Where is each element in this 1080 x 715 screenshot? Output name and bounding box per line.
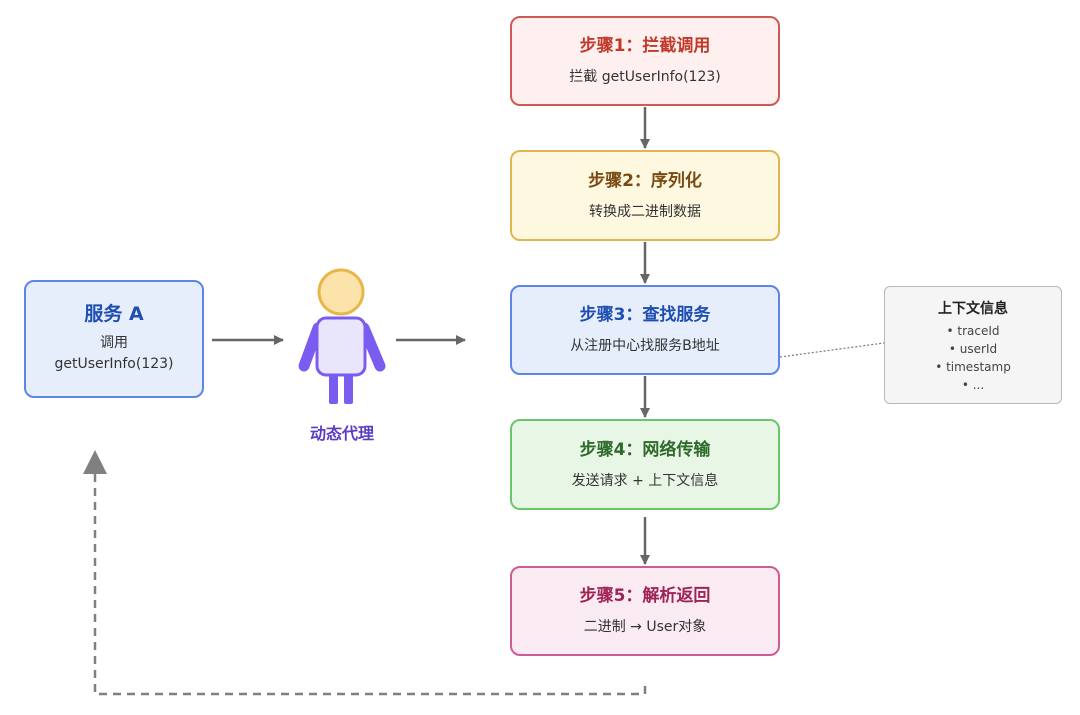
step-5-title: 步骤5：解析返回: [579, 586, 711, 606]
context-info-title: 上下文信息: [938, 301, 1008, 317]
step-2-box: 步骤2：序列化 转换成二进制数据: [510, 150, 780, 241]
context-info-box: 上下文信息 • traceId • userId • timestamp • .…: [884, 286, 1062, 404]
step-3-desc: 从注册中心找服务B地址: [570, 338, 720, 354]
step-2-title: 步骤2：序列化: [588, 170, 702, 191]
context-connector-dotted: [779, 342, 885, 358]
context-item-userid: • userId: [948, 342, 998, 356]
context-item-more: • ...: [961, 378, 985, 392]
proxy-figure-right-arm: [358, 322, 386, 372]
service-a-call-method: getUserInfo(123): [54, 356, 174, 372]
context-item-traceid: • traceId: [946, 324, 1000, 338]
service-a-call-label: 调用: [99, 335, 128, 351]
step-4-title: 步骤4：网络传输: [579, 439, 711, 460]
step-1-desc: 拦截 getUserInfo(123): [569, 69, 721, 85]
proxy-figure-head: [317, 268, 365, 316]
return-path-dashed: [93, 472, 647, 696]
service-a-call: 调用 getUserInfo(123): [54, 333, 173, 375]
step-1-box: 步骤1：拦截调用 拦截 getUserInfo(123): [510, 16, 780, 106]
step-5-desc: 二进制 → User对象: [583, 619, 707, 635]
proxy-figure-left-leg: [329, 375, 338, 404]
step-4-desc: 发送请求 + 上下文信息: [571, 472, 719, 489]
step-2-desc: 转换成二进制数据: [589, 203, 701, 220]
proxy-figure-right-leg: [344, 375, 353, 404]
proxy-figure-body: [315, 316, 367, 377]
step-3-title: 步骤3：查找服务: [579, 305, 711, 325]
step-3-box: 步骤3：查找服务 从注册中心找服务B地址: [510, 285, 780, 375]
step-1-title: 步骤1：拦截调用: [579, 36, 711, 56]
step-4-box: 步骤4：网络传输 发送请求 + 上下文信息: [510, 419, 780, 510]
proxy-figure-icon: [298, 268, 386, 404]
service-a-box: 服务 A 调用 getUserInfo(123): [24, 280, 204, 398]
context-item-timestamp: • timestamp: [935, 360, 1011, 374]
step-5-box: 步骤5：解析返回 二进制 → User对象: [510, 566, 780, 656]
return-arrowhead: [83, 450, 107, 474]
service-a-title: 服务 A: [84, 303, 144, 325]
proxy-label: 动态代理: [309, 424, 374, 443]
